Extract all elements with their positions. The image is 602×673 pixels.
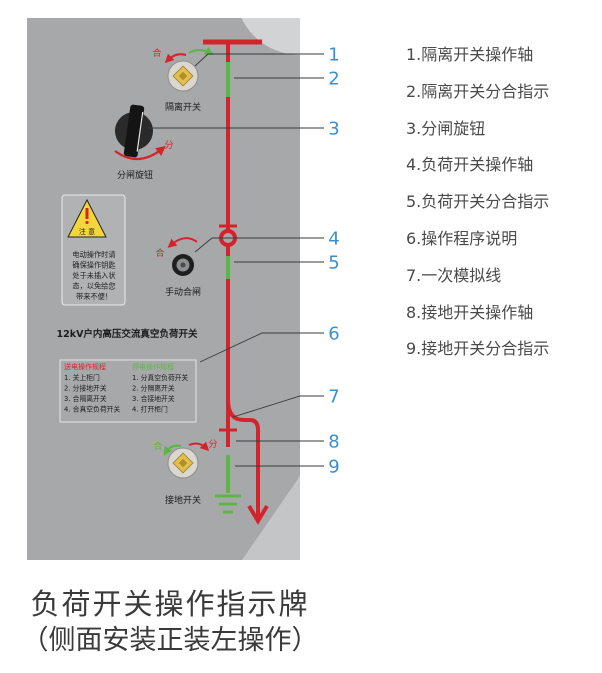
earthing-operating-shaft: [167, 447, 199, 479]
caption-title: 负荷开关操作指示牌: [30, 587, 310, 621]
legend-item: 3.分闸旋钮: [406, 118, 486, 138]
leader-line: [199, 332, 324, 363]
isolator-close-arrow-icon: [164, 53, 187, 64]
power-off-step: 1. 分真空负荷开关: [132, 373, 188, 382]
legend-item: 6.操作程序说明: [406, 228, 518, 248]
earthing-open-arrow-icon: [188, 441, 210, 452]
power-off-step: 3. 合接地开关: [132, 394, 175, 403]
callout-number: 2: [328, 69, 339, 90]
ground-symbol-icon: [215, 494, 241, 514]
callout-number: 8: [328, 432, 339, 453]
legend-list: 1.隔离开关操作轴 2.隔离开关分合指示 3.分闸旋钮 4.负荷开关操作轴 5.…: [406, 37, 549, 368]
legend-item: 4.负荷开关操作轴: [406, 155, 534, 175]
callouts: 1 2 3 4 5 6 7 8 9: [147, 45, 340, 478]
legend-item: 8.接地开关操作轴: [406, 302, 534, 322]
socket-hole: [180, 262, 186, 268]
manual-close-arrow-icon: [167, 237, 198, 248]
warning-line: 处于未插入状: [72, 271, 115, 280]
warning-line: 带来不便！: [76, 292, 112, 301]
power-on-step: 4. 合真空负荷开关: [64, 405, 120, 414]
legend-item: 7.一次模拟线: [406, 265, 502, 285]
exclamation-icon: [85, 208, 89, 225]
legend-item: 5.负荷开关分合指示: [406, 192, 550, 212]
power-off-step: 2. 分隔离开关: [132, 384, 175, 393]
procedure-frame: [59, 359, 197, 423]
leader-line: [194, 237, 324, 253]
caption-subtitle: （侧面安装正装左操作）: [21, 625, 319, 656]
warning-line: 电动操作时请: [72, 250, 115, 259]
callout-number: 1: [328, 45, 339, 66]
isolator-close-mark: 合: [152, 47, 161, 59]
leader-line: [194, 53, 324, 67]
knob-highlight: [136, 111, 144, 152]
panel-highlights: [241, 18, 300, 560]
knob-handle: [123, 104, 145, 158]
callout-number: 6: [328, 324, 339, 345]
callout-number: 9: [328, 457, 339, 478]
power-off-title: 停电操作规程: [132, 362, 174, 371]
trip-open-mark: 分: [164, 140, 173, 151]
callout-number: 5: [328, 253, 339, 274]
panel-highlight-top: [241, 18, 300, 55]
trip-knob-label: 分闸旋钮: [117, 169, 153, 181]
warning-line: 确保操作钥匙: [72, 261, 115, 270]
power-on-step: 3. 合隔离开关: [64, 394, 107, 403]
earthing-label: 接地开关: [165, 494, 201, 506]
manual-close-mark: 合: [155, 247, 164, 259]
manual-close-socket: [172, 254, 194, 276]
feeder-arrow-icon: [247, 504, 269, 525]
isolator-operating-shaft: [167, 60, 199, 92]
exclamation-dot: [85, 220, 89, 225]
warning-line: 态，以免给您: [72, 282, 115, 291]
exclamation-bar: [85, 208, 89, 219]
caption: 负荷开关操作指示牌 （侧面安装正装左操作）: [0, 584, 340, 658]
panel-highlight-bottom: [242, 476, 300, 560]
operating-procedure: 送电操作规程 1. 关上柜门 2. 分接地开关 3. 合隔离开关 4. 合真空负…: [59, 359, 197, 423]
earthing-close-mark: 合: [153, 440, 162, 452]
legend-item: 9.接地开关分合指示: [406, 339, 550, 359]
earthing-open-mark: 分: [208, 439, 217, 450]
trip-knob: [115, 104, 153, 158]
trip-arrow-icon: [114, 145, 166, 161]
outgoing-feeder-line: [226, 399, 260, 519]
power-off-step: 4. 打开柜门: [132, 405, 168, 414]
switch-name: 12kV户内高压交流真空负荷开关: [57, 328, 198, 340]
legend-item: 1.隔离开关操作轴: [406, 45, 534, 64]
isolator-open-arrow-icon: [188, 46, 214, 56]
warning-label: 注 意 电动操作时请 确保操作钥匙 处于未插入状 态，以免给您 带来不便！: [61, 194, 126, 306]
isolator-label: 隔离开关: [165, 101, 201, 113]
manual-close-label: 手动合闸: [165, 286, 201, 298]
callout-number: 4: [328, 229, 339, 250]
legend-item: 2.隔离开关分合指示: [406, 81, 550, 101]
callout-number: 3: [328, 119, 339, 140]
callout-number: 7: [328, 387, 339, 408]
leader-line: [232, 395, 324, 418]
shaft-core: [178, 458, 188, 468]
power-on-step: 2. 分接地开关: [64, 384, 107, 393]
power-on-step: 1. 关上柜门: [64, 373, 100, 382]
power-on-title: 送电操作规程: [64, 362, 106, 371]
warning-title: 注 意: [79, 227, 95, 236]
earthing-close-arrow-icon: [163, 444, 182, 456]
